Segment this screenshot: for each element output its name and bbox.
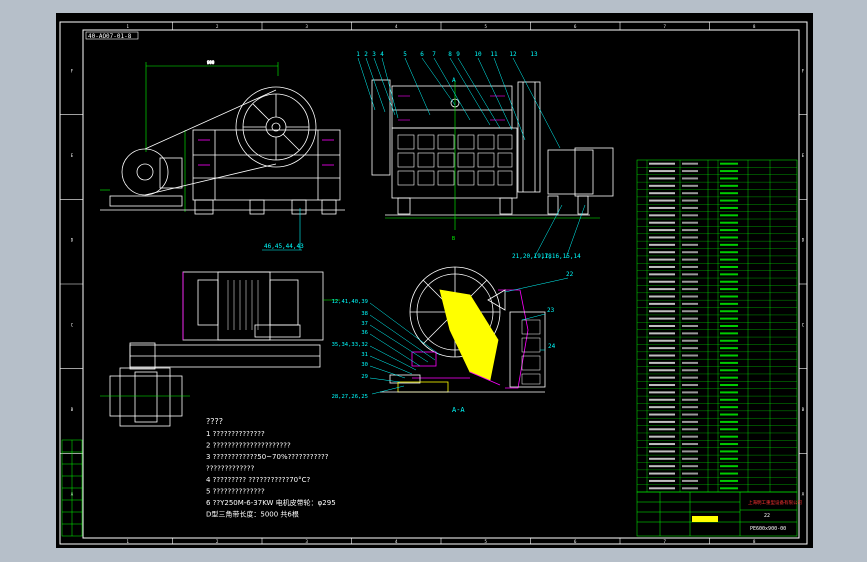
callout-number: 10	[474, 51, 482, 58]
arrow-label-b: B	[452, 236, 455, 242]
zone-letter-left: A	[71, 492, 74, 497]
section-callout: 36	[361, 330, 368, 336]
section-callout: 35,34,33,32	[332, 342, 368, 348]
section-callout-right: 22	[566, 271, 574, 278]
bill-of-materials-table	[636, 159, 798, 493]
zone-number-bottom: 6	[574, 539, 577, 544]
note-line: 5 ??????????????	[206, 488, 265, 496]
note-line: 1 ??????????????	[206, 430, 265, 438]
callout-17-14: 17,16,15,14	[541, 253, 581, 260]
drawing-number-box	[85, 31, 139, 40]
callout-number: 9	[456, 51, 460, 58]
section-label: A-A	[452, 406, 465, 414]
zone-number-bottom: 8	[753, 539, 756, 544]
section-callout: 37	[361, 321, 368, 327]
callout-number: 11	[490, 51, 498, 58]
callout-number: 4	[380, 51, 384, 58]
section-callout: 31	[361, 352, 368, 358]
note-line: 4 ????????? ???????????70°C?	[206, 476, 311, 484]
note-line: 2 ?????????????????????	[206, 442, 291, 450]
section-callout-right: 23	[547, 307, 555, 314]
zone-number-top: 5	[485, 24, 488, 29]
title-code: 22	[764, 513, 770, 519]
callout-number: 6	[420, 51, 424, 58]
zone-number-bottom: 7	[664, 539, 667, 544]
section-callout: 12,41,40,39	[332, 299, 368, 305]
callout-number: 7	[432, 51, 436, 58]
zone-letter-left: B	[71, 407, 74, 412]
svg-text:900: 900	[207, 60, 215, 65]
front-elevation-view	[357, 57, 614, 259]
section-aa-view	[369, 266, 569, 395]
view-label-a: A	[452, 77, 456, 84]
zone-number-top: 4	[395, 24, 398, 29]
callout-number: 5	[403, 51, 407, 58]
section-callout-right: 24	[548, 343, 556, 350]
callout-number: 12	[509, 51, 517, 58]
zone-number-top: 6	[574, 24, 577, 29]
zone-ticks	[60, 22, 807, 544]
zone-letter-left: F	[71, 68, 74, 73]
section-callouts: 12,41,40,39 38 37 36 35,34,33,32 31 30 29 28,27,…	[332, 271, 574, 400]
drawing-canvas	[56, 13, 813, 548]
zone-number-bottom: 2	[216, 539, 219, 544]
side-elevation-view: 900	[100, 60, 345, 251]
zone-number-bottom: 4	[395, 539, 398, 544]
section-callout: 28,27,26,25	[332, 394, 368, 400]
zone-letter-right: F	[802, 68, 805, 73]
stamp-box	[692, 516, 718, 522]
left-revision-table	[61, 439, 83, 537]
note-line: D型三角带长度：5000 共6根	[206, 510, 299, 519]
title-drawing-no: PE600x900-00	[750, 526, 786, 532]
title-company: 上海明工重型设备有限公司	[748, 499, 802, 506]
callout-number: 3	[372, 51, 376, 58]
callout-number: 8	[448, 51, 452, 58]
callout-21-18: 21,20,19,18	[512, 253, 552, 260]
callout-number: 13	[530, 51, 538, 58]
zone-number-top: 7	[664, 24, 667, 29]
zone-number-top: 2	[216, 24, 219, 29]
notes-heading: ????	[206, 417, 223, 426]
callout-number: 1	[356, 51, 360, 58]
zone-letter-right: E	[802, 153, 805, 158]
zone-letter-right: A	[802, 492, 805, 497]
zone-letter-left: C	[71, 322, 74, 327]
zone-number-top: 3	[306, 24, 309, 29]
technical-notes: ???? 1 ?????????????? 2 ?????????????????…	[206, 417, 336, 519]
title-block	[636, 491, 798, 537]
zone-letter-left: D	[71, 238, 74, 243]
plan-view	[100, 271, 340, 427]
note-line: 6 ??Y250M-6-37KW 电机皮带轮：φ295	[206, 498, 336, 507]
zone-number-bottom: 5	[485, 539, 488, 544]
zone-number-bottom: 3	[306, 539, 309, 544]
drawing-number-label: 40-AO07-01-8	[88, 33, 132, 40]
callout-number: 2	[364, 51, 368, 58]
zone-letter-right: B	[802, 407, 805, 412]
note-line: 3 ????????????50~70%???????????	[206, 453, 329, 461]
note-line: ?????????????	[206, 465, 255, 473]
zone-number-top: 1	[127, 24, 130, 29]
zone-number-top: 8	[753, 24, 756, 29]
section-callout: 30	[361, 362, 368, 368]
zone-letter-right: C	[802, 322, 805, 327]
zone-letter-right: D	[802, 238, 805, 243]
zone-number-bottom: 1	[127, 539, 130, 544]
section-callout: 29	[361, 374, 368, 380]
callout-46-43: 46,45,44,43	[264, 243, 304, 250]
zone-letter-left: E	[71, 153, 74, 158]
section-callout: 38	[361, 311, 368, 317]
